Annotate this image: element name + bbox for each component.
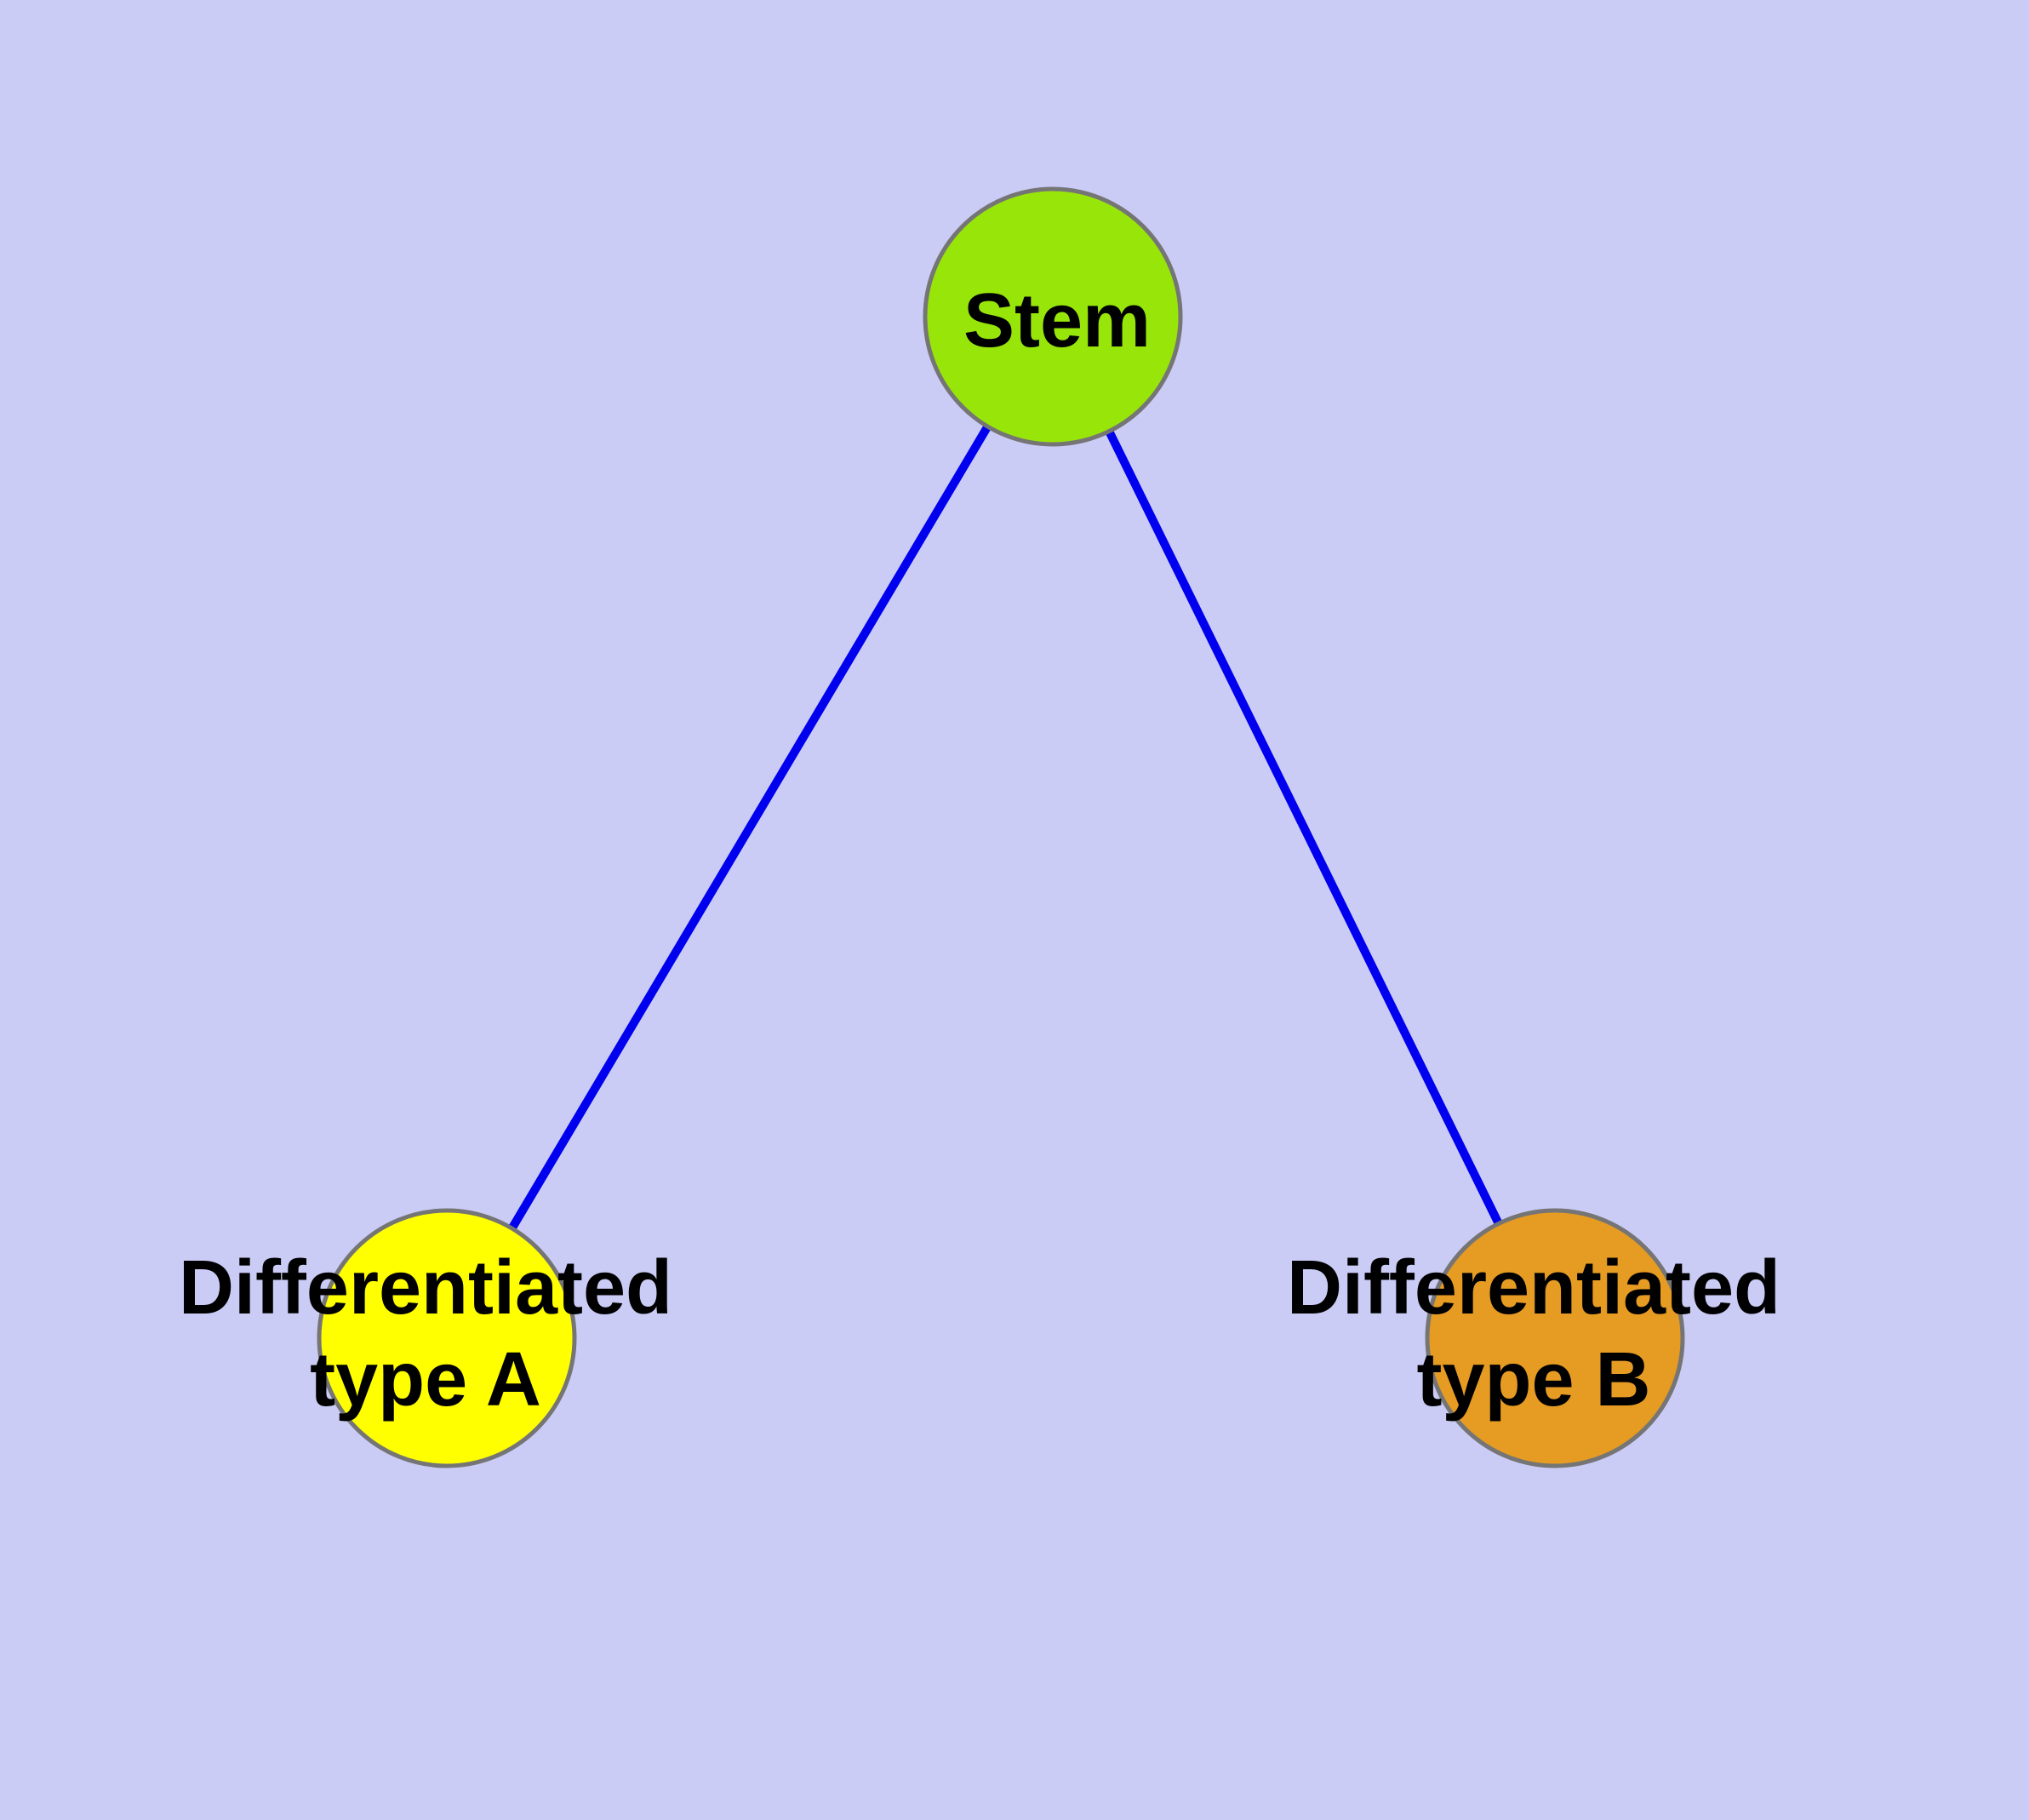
edge-stem-to-type-b: [1049, 314, 1559, 1341]
node-type-a-label-line2: type A: [310, 1337, 541, 1422]
node-type-b-label-line2: type B: [1416, 1337, 1650, 1422]
node-differentiated-type-b[interactable]: [1425, 1208, 1685, 1468]
node-type-a-label-line1: Differentiated: [179, 1245, 672, 1331]
node-stem-label: Stem: [963, 278, 1151, 363]
node-type-b-label-line1: Differentiated: [1287, 1245, 1780, 1331]
edge-stem-to-type-a: [443, 314, 1057, 1341]
node-stem[interactable]: [923, 186, 1183, 447]
node-differentiated-type-a[interactable]: [317, 1208, 577, 1468]
